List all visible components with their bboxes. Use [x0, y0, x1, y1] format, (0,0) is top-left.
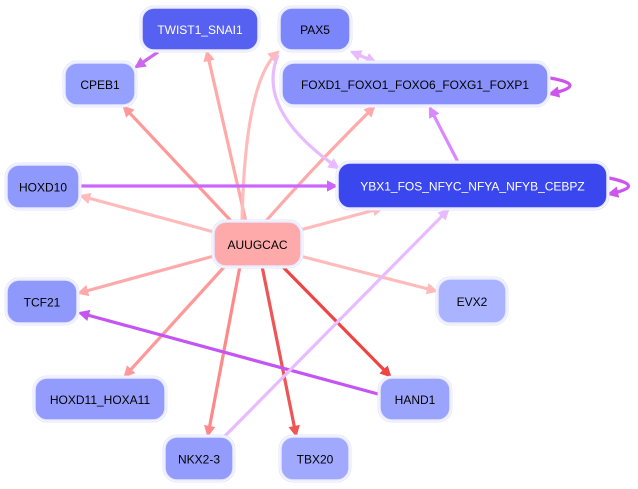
edge-auugcac-to-tcf21 [76, 254, 215, 297]
node-hand1[interactable]: HAND1 [377, 375, 453, 423]
edge-auugcac-to-cpeb1 [122, 105, 234, 224]
node-box [6, 164, 80, 209]
node-box [280, 436, 350, 481]
edge-auugcac-to-hand1 [280, 264, 392, 378]
node-box [437, 278, 507, 324]
node-box [213, 221, 302, 267]
node-label: NKX2-3 [178, 453, 220, 467]
edge-auugcac-to-pax5 [240, 50, 280, 223]
node-label: CPEB1 [80, 78, 120, 92]
node-tcf21[interactable]: TCF21 [4, 277, 80, 326]
node-box [281, 62, 549, 106]
node-box [34, 377, 166, 421]
node-nkx2-3[interactable]: NKX2-3 [162, 434, 236, 483]
edge-foxd1-foxo1-foxo6-foxg1-foxp1-to-foxd1-foxo1-foxo6-foxg1-foxp1 [547, 76, 572, 98]
node-evx2[interactable]: EVX2 [435, 276, 509, 326]
node-label: FOXD1_FOXO1_FOXO6_FOXG1_FOXP1 [301, 78, 529, 92]
node-cpeb1[interactable]: CPEB1 [62, 60, 138, 108]
node-ybx1-fos-nfyc-nfya-nfyb-cebpz[interactable]: YBX1_FOS_NFYC_NFYA_NFYB_CEBPZ [335, 160, 610, 211]
edge-nkx2-3-to-ybx1-fos-nfyc-nfya-nfyb-cebpz [223, 208, 450, 438]
edge-auugcac-to-hoxd10 [78, 192, 215, 234]
node-label: HAND1 [395, 393, 436, 407]
edge-ybx1-fos-nfyc-nfya-nfyb-cebpz-to-ybx1-fos-nfyc-nfya-nfyb-cebpz [606, 176, 631, 198]
node-box [6, 279, 78, 324]
edge-twist1-snai1-to-cpeb1 [134, 50, 159, 69]
node-pax5[interactable]: PAX5 [277, 5, 353, 53]
edge-auugcac-to-hoxd11-hoxa11 [123, 264, 227, 378]
node-label: YBX1_FOS_NFYC_NFYA_NFYB_CEBPZ [360, 180, 585, 194]
node-box [64, 62, 136, 106]
edge-ybx1-fos-nfyc-nfya-nfyb-cebpz-to-foxd1-foxo1-foxo6-foxg1-foxp1 [428, 105, 460, 163]
edge-auugcac-to-ybx1-fos-nfyc-nfya-nfyb-cebpz [299, 204, 385, 232]
edge-auugcac-to-twist1-snai1 [203, 49, 248, 223]
edge-pax5-to-foxd1-foxo1-foxo6-foxg1-foxp1 [349, 50, 378, 64]
node-twist1-snai1[interactable]: TWIST1_SNAI1 [139, 5, 261, 53]
node-hoxd11-hoxa11[interactable]: HOXD11_HOXA11 [32, 375, 168, 423]
edge-auugcac-to-foxd1-foxo1-foxo6-foxg1-foxp1 [263, 105, 376, 224]
node-label: HOXD10 [19, 181, 67, 195]
node-label: AUUGCAC [227, 238, 287, 252]
node-label: PAX5 [300, 23, 330, 37]
edge-hand1-to-tcf21 [77, 309, 379, 396]
node-foxd1-foxo1-foxo6-foxg1-foxp1[interactable]: FOXD1_FOXO1_FOXO6_FOXG1_FOXP1 [279, 60, 551, 108]
node-label: TBX20 [297, 453, 334, 467]
edge-auugcac-to-evx2 [299, 254, 439, 295]
node-box [279, 7, 351, 51]
node-box [337, 162, 608, 209]
node-hoxd10[interactable]: HOXD10 [4, 162, 82, 211]
edge-auugcac-to-tbx20 [260, 265, 300, 438]
edge-pax5-to-ybx1-fos-nfyc-nfya-nfyb-cebpz [271, 54, 340, 170]
node-label: HOXD11_HOXA11 [50, 393, 151, 407]
node-box [379, 377, 451, 421]
node-box [141, 7, 259, 51]
node-tbx20[interactable]: TBX20 [278, 434, 352, 483]
node-box [164, 436, 234, 481]
node-auugcac[interactable]: AUUGCAC [211, 219, 304, 269]
node-label: EVX2 [457, 295, 488, 309]
node-label: TCF21 [24, 296, 61, 310]
node-label: TWIST1_SNAI1 [157, 23, 243, 37]
edges-layer [76, 49, 631, 438]
